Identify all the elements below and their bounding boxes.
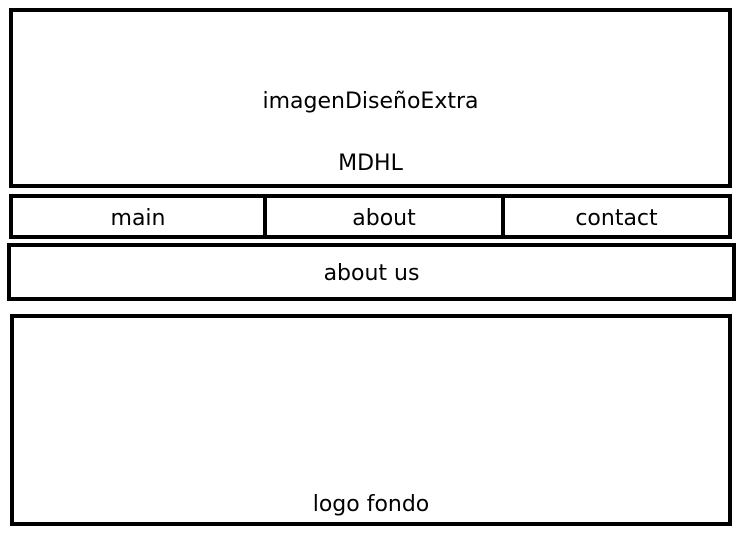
about-us-section: about us xyxy=(7,243,736,301)
header-box: imagenDiseñoExtra MDHL xyxy=(9,8,732,188)
logo-background-area: logo fondo xyxy=(10,314,732,526)
nav-bar: main about contact xyxy=(9,194,732,239)
nav-item-label: main xyxy=(110,206,166,231)
nav-item-label: contact xyxy=(575,206,658,231)
about-us-label: about us xyxy=(323,261,420,286)
nav-item-label: about xyxy=(352,206,416,231)
nav-item-main[interactable]: main xyxy=(13,198,267,235)
nav-item-about[interactable]: about xyxy=(267,198,505,235)
nav-item-contact[interactable]: contact xyxy=(505,198,728,235)
site-title: MDHL xyxy=(338,151,403,176)
header-image-label: imagenDiseñoExtra xyxy=(262,89,479,114)
logo-background-label: logo fondo xyxy=(312,492,430,517)
